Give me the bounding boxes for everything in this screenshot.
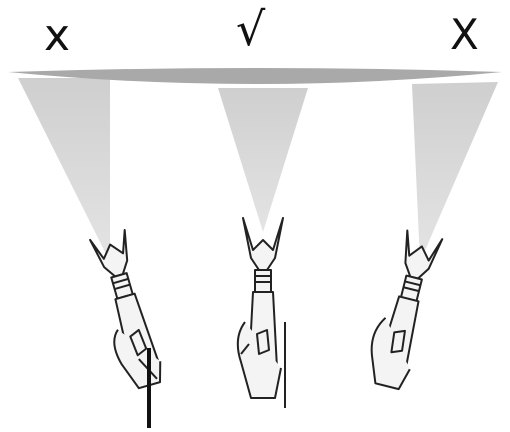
spray-cone-left bbox=[18, 78, 110, 262]
spray-gun-perpendicular-icon bbox=[236, 217, 286, 408]
spray-gun-tilted-left-icon bbox=[89, 228, 162, 390]
spray-cone-center bbox=[218, 88, 308, 232]
spray-cone-right bbox=[412, 82, 498, 262]
incorrect-mark-left: x bbox=[44, 10, 71, 61]
correct-mark-center: √ bbox=[236, 2, 266, 56]
target-surface bbox=[8, 68, 502, 84]
incorrect-mark-right: X bbox=[450, 10, 479, 59]
spray-gun-tilted-right-icon bbox=[370, 229, 444, 391]
